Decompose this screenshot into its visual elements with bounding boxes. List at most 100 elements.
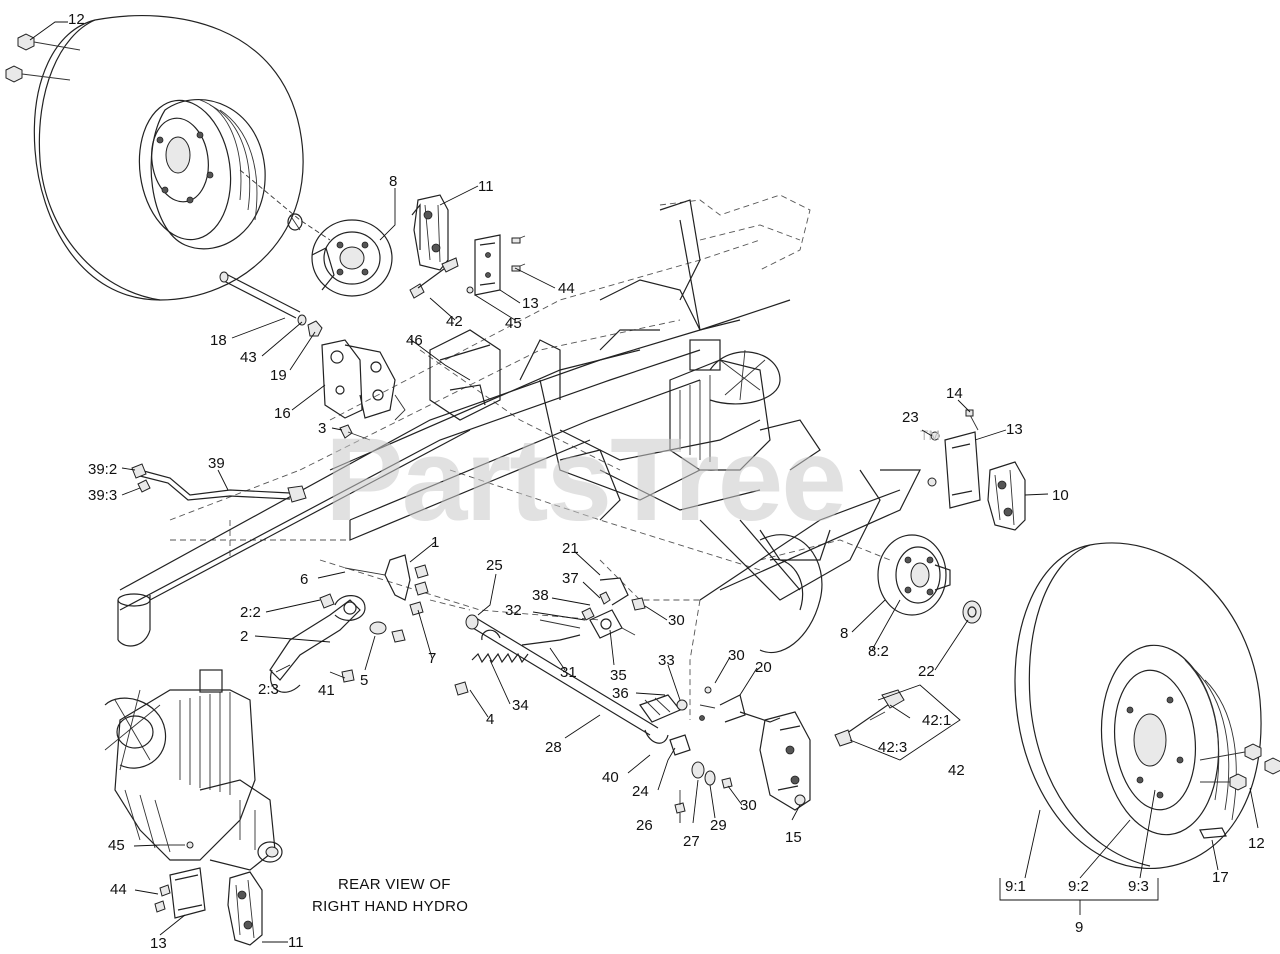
callout-9-2: 9:2: [1068, 878, 1089, 895]
callout-8-top: 8: [389, 173, 397, 190]
callout-38: 38: [532, 587, 549, 604]
bracket-15: [739, 711, 811, 811]
bracket-1: [344, 554, 429, 616]
caliper-11-top: [411, 194, 449, 271]
watermark-text: PartsTree: [325, 414, 845, 546]
callout-11-top: 11: [478, 178, 494, 195]
note-line-2: RIGHT HAND HYDRO: [312, 898, 468, 915]
callout-44-top: 44: [558, 280, 575, 297]
callout-14: 14: [946, 385, 963, 402]
callout-20: 20: [755, 659, 772, 676]
tire-rear-left: [33, 15, 331, 301]
callout-28: 28: [545, 739, 562, 756]
callout-17: 17: [1212, 869, 1229, 886]
bolt-3: [339, 424, 371, 441]
fitting-42-right: [834, 689, 905, 747]
callout-35: 35: [610, 667, 627, 684]
callout-9-1: 9:1: [1005, 878, 1026, 895]
callout-10: 10: [1052, 487, 1069, 504]
valve-stem-17: [1199, 827, 1227, 839]
callout-42-top: 42: [446, 313, 463, 330]
spacer-5: [369, 621, 406, 643]
main-frame: [117, 199, 921, 654]
callout-16: 16: [274, 405, 291, 422]
callout-30-b: 30: [728, 647, 745, 664]
callout-2-2: 2:2: [240, 604, 261, 621]
callout-42-right: 42: [948, 762, 965, 779]
fitting-42-top: [409, 257, 459, 299]
callout-26: 26: [636, 817, 653, 834]
callout-2-3: 2:3: [258, 681, 279, 698]
callout-3: 3: [318, 420, 326, 437]
callout-39-2: 39:2: [88, 461, 117, 478]
bracket-21: [599, 577, 646, 611]
callout-21: 21: [562, 540, 579, 557]
callout-1: 1: [431, 534, 439, 551]
callout-22: 22: [918, 663, 935, 680]
callout-11-bottom: 11: [288, 934, 304, 951]
callout-39-3: 39:3: [88, 487, 117, 504]
mount-plate-16: [321, 339, 406, 421]
rod-31: [521, 619, 581, 646]
callout-40: 40: [602, 769, 619, 786]
callout-18: 18: [210, 332, 227, 349]
callout-43: 43: [240, 349, 257, 366]
callout-19: 19: [270, 367, 287, 384]
bracket-13-bottom: [154, 867, 206, 919]
lug-nuts-12-right: [1199, 743, 1280, 791]
axle-pin-18: [219, 271, 323, 337]
callout-27: 27: [683, 833, 700, 850]
brake-disc-8-right: [877, 534, 982, 624]
bracket-13-top: [466, 234, 526, 296]
callout-8-right: 8: [840, 625, 848, 642]
linkage-35-37-38: [581, 591, 636, 639]
callout-25: 25: [486, 557, 503, 574]
callout-8-2: 8:2: [868, 643, 889, 660]
callout-46: 46: [406, 332, 423, 349]
callout-45-top: 45: [505, 315, 522, 332]
callout-2: 2: [240, 628, 248, 645]
washer-stack-24-27-29: [669, 734, 733, 814]
caliper-11-bottom: [227, 871, 263, 946]
callout-42-1: 42:1: [922, 712, 951, 729]
hydro-unit-center: [669, 339, 821, 471]
tire-rear-right: [1014, 542, 1262, 869]
callout-13-right: 13: [1006, 421, 1023, 438]
callout-12-right: 12: [1248, 835, 1265, 852]
callout-31: 31: [560, 664, 577, 681]
right-brake-assembly: [927, 409, 1026, 531]
group-bracket-9: [999, 878, 1159, 915]
leader-lines: [29, 21, 1259, 943]
callout-29: 29: [710, 817, 727, 834]
callout-13-top: 13: [522, 295, 539, 312]
callout-39: 39: [208, 455, 225, 472]
callout-7: 7: [428, 650, 436, 667]
callout-13-bottom: 13: [150, 935, 167, 952]
callout-33: 33: [658, 652, 675, 669]
note-line-1: REAR VIEW OF: [338, 876, 451, 893]
hydro-unit-rear-view: [104, 669, 283, 871]
callout-32: 32: [505, 602, 522, 619]
group-bracket-42: [849, 684, 961, 761]
callout-6: 6: [300, 571, 308, 588]
callout-41: 41: [318, 682, 335, 699]
lever-20-36-33: [639, 686, 746, 723]
callout-9: 9: [1075, 919, 1083, 936]
spring-34: [454, 652, 529, 696]
callout-15: 15: [785, 829, 802, 846]
callout-45-bottom: 45: [108, 837, 125, 854]
view-note: REAR VIEW OF RIGHT HAND HYDRO: [312, 876, 468, 915]
callout-labels: 12 8 11 44 13 45 42 18 43 19 46 16 3 39 …: [68, 11, 1265, 952]
lug-nuts-12-top: [5, 33, 81, 83]
callout-9-3: 9:3: [1128, 878, 1149, 895]
watermark: PartsTree TM: [325, 414, 940, 546]
callout-5: 5: [360, 672, 368, 689]
callout-36: 36: [612, 685, 629, 702]
callout-34: 34: [512, 697, 529, 714]
control-rod-28: [465, 614, 669, 744]
callout-30-a: 30: [668, 612, 685, 629]
callout-37: 37: [562, 570, 579, 587]
callout-30-c: 30: [740, 797, 757, 814]
